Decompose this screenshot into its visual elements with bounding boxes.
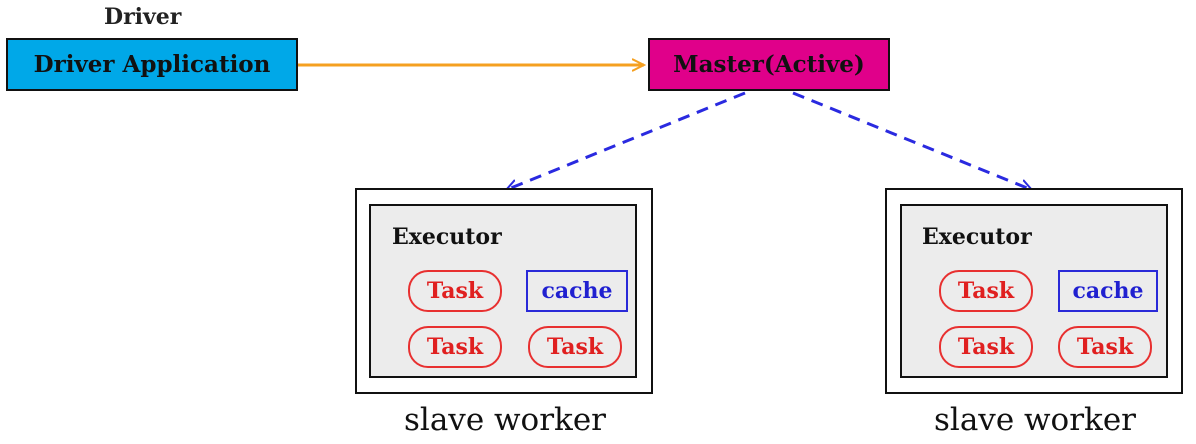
executor-2-title: Executor [922,224,1032,250]
master-to-worker1-arrow [506,91,746,190]
master-node[interactable]: Master(Active) [648,38,890,91]
worker2-cache: cache [1058,270,1158,312]
worker1-task-2: Task [408,326,502,368]
worker1-label: slave worker [404,402,606,438]
worker2-task-2: Task [939,326,1033,368]
executor-1-title: Executor [392,224,502,250]
worker2-task-1: Task [939,270,1033,312]
worker1-cache: cache [526,270,628,312]
driver-group-label: Driver [104,4,182,30]
driver-application-node[interactable]: Driver Application [6,38,298,91]
worker2-label: slave worker [934,402,1136,438]
worker2-task-3: Task [1058,326,1152,368]
worker1-task-3: Task [528,326,622,368]
master-to-worker2-arrow [792,91,1032,190]
worker1-task-1: Task [408,270,502,312]
